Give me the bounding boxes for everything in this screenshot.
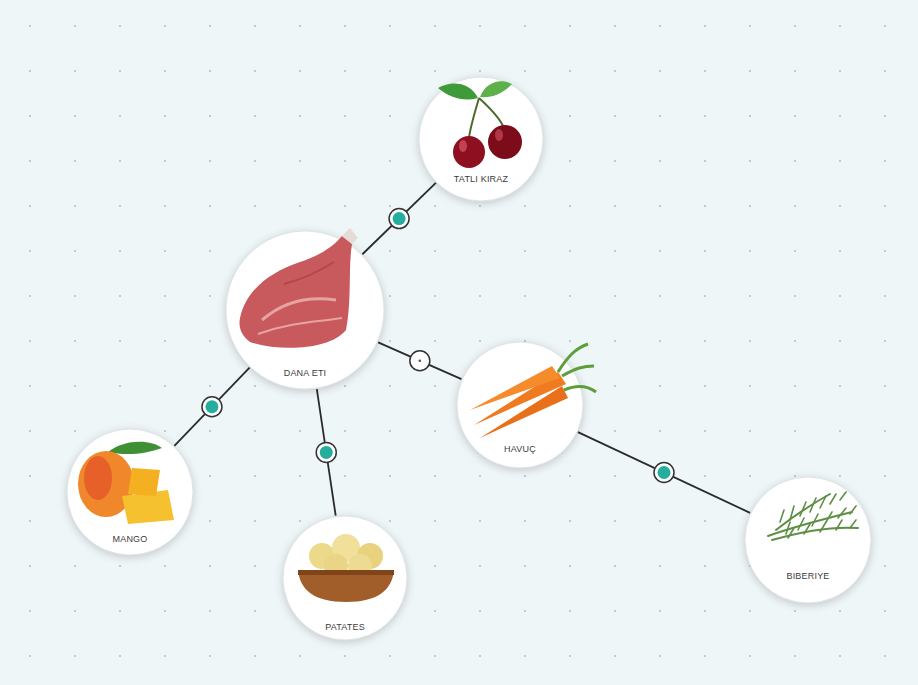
link-marker bbox=[410, 351, 430, 371]
beef-illustration bbox=[239, 228, 358, 348]
rosemary-illustration bbox=[768, 492, 858, 540]
connector-line bbox=[174, 368, 249, 446]
food-circle: HAVUÇ bbox=[456, 341, 584, 469]
cherry-illustration bbox=[438, 81, 522, 168]
circle-shape bbox=[457, 342, 583, 468]
food-circle: BIBERIYE bbox=[744, 476, 872, 604]
carrot-illustration bbox=[470, 344, 596, 438]
circle-outline bbox=[225, 230, 385, 390]
circle-shape bbox=[226, 231, 384, 389]
circle-shape bbox=[283, 516, 407, 640]
pairing-link bbox=[316, 389, 336, 516]
pairing-link bbox=[362, 183, 435, 254]
connector-line bbox=[578, 432, 750, 513]
link-marker-dot bbox=[658, 466, 671, 479]
food-label: BIBERIYE bbox=[744, 571, 872, 581]
link-marker-dot bbox=[320, 446, 333, 459]
connector-line bbox=[362, 183, 435, 254]
food-circle: PATATES bbox=[282, 515, 408, 641]
link-marker-dot bbox=[393, 212, 406, 225]
link-marker-dot bbox=[205, 400, 218, 413]
pairing-link bbox=[578, 432, 750, 513]
food-label: MANGO bbox=[66, 534, 194, 544]
circle-shape bbox=[419, 77, 543, 201]
connector-line bbox=[317, 389, 336, 516]
link-marker bbox=[316, 442, 336, 462]
food-label: HAVUÇ bbox=[456, 444, 584, 454]
link-marker-dot bbox=[419, 359, 422, 362]
circle-shape bbox=[745, 477, 871, 603]
food-circle: TATLI KIRAZ bbox=[418, 76, 544, 202]
food-label: PATATES bbox=[282, 622, 408, 632]
pairing-link bbox=[378, 342, 461, 379]
link-marker bbox=[389, 209, 409, 229]
food-circle: MANGO bbox=[66, 428, 194, 556]
circle-shape bbox=[67, 429, 193, 555]
connector-line bbox=[378, 342, 461, 379]
circle-outline bbox=[744, 476, 872, 604]
mango-illustration bbox=[78, 442, 174, 524]
pairing-link bbox=[174, 368, 249, 446]
link-marker bbox=[654, 463, 674, 483]
potato-illustration bbox=[298, 534, 394, 602]
food-label: DANA ETI bbox=[225, 368, 385, 378]
food-circle: DANA ETI bbox=[225, 230, 385, 390]
link-marker bbox=[202, 397, 222, 417]
food-label: TATLI KIRAZ bbox=[418, 174, 544, 184]
